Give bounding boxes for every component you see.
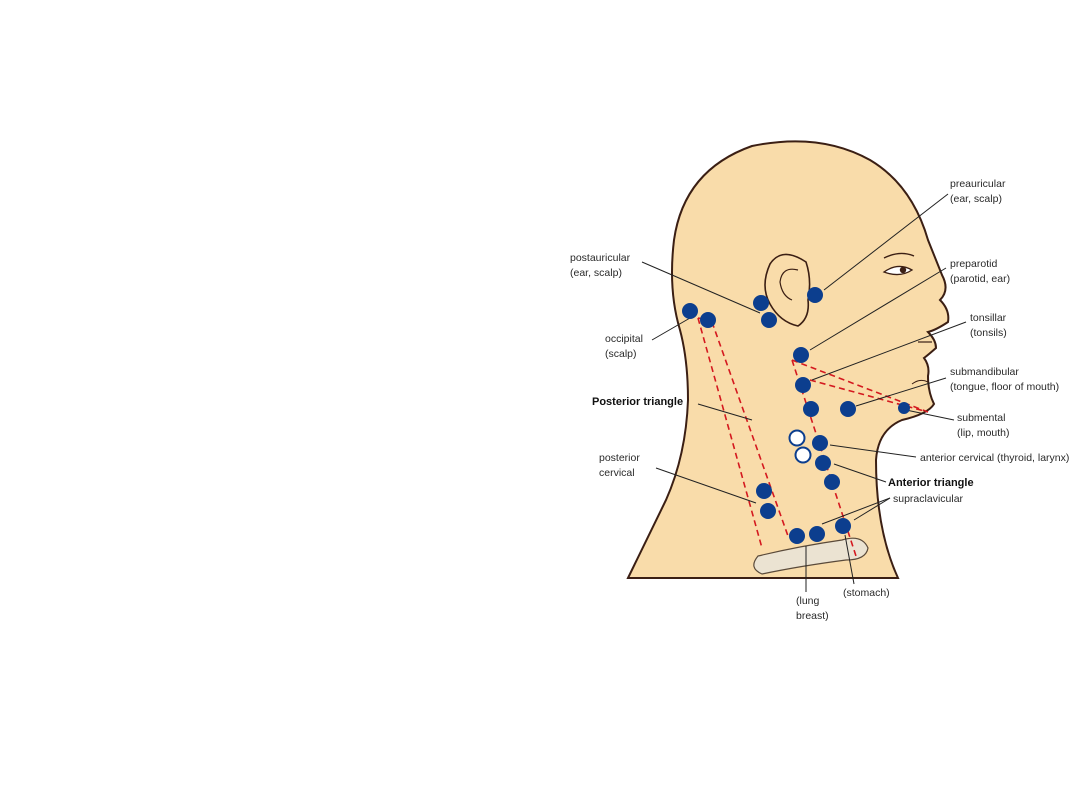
label-occipital: occipital — [605, 333, 643, 345]
lymph-node-anterior-cervical-3 — [824, 474, 840, 490]
label-submandibular: submandibular — [950, 366, 1019, 378]
eye-pupil — [899, 266, 907, 274]
leader-tonsillar — [811, 321, 967, 381]
lymph-node-submental — [898, 402, 910, 414]
lymph-node-postauricular-1 — [753, 295, 769, 311]
lymph-node-supraclavicular-2 — [809, 526, 825, 542]
lymph-node-anterior-cervical-2 — [815, 455, 831, 471]
label-submental-sub: (lip, mouth) — [957, 427, 1010, 439]
label-posterior-cervical: posterior — [599, 452, 640, 464]
leader-preparotid — [809, 267, 947, 351]
label-tonsillar-sub: (tonsils) — [970, 327, 1007, 339]
lymph-node-posterior-cervical-1 — [756, 483, 772, 499]
lymph-node-anterior-1 — [803, 401, 819, 417]
leader-postauricular — [641, 261, 761, 314]
leader-occipital — [651, 317, 691, 341]
lymph-node-open-1 — [788, 429, 806, 447]
lymph-node-occipital-1 — [682, 303, 698, 319]
lymph-node-preauricular — [807, 287, 823, 303]
lymph-node-preparotid — [793, 347, 809, 363]
label-lung-breast: (lung — [796, 595, 820, 607]
chin-line — [911, 379, 929, 385]
lymph-node-tonsillar — [795, 377, 811, 393]
leader-anterior-cervical — [829, 444, 917, 458]
lymph-node-occipital-2 — [700, 312, 716, 328]
label-lung-breast-sub: breast) — [796, 610, 829, 622]
lymph-node-anterior-cervical-1 — [812, 435, 828, 451]
leader-stomach — [844, 534, 855, 585]
label-stomach: (stomach) — [843, 587, 890, 599]
leader-posterior-cervical — [655, 467, 757, 504]
label-posterior-triangle: Posterior triangle — [592, 396, 683, 408]
label-anterior-triangle: Anterior triangle — [888, 477, 974, 489]
label-preauricular: preauricular — [950, 178, 1006, 190]
label-anterior-cervical: anterior cervical (thyroid, larynx) — [920, 452, 1069, 464]
lymph-node-postauricular-2 — [761, 312, 777, 328]
label-supraclavicular: supraclavicular — [893, 493, 964, 505]
label-occipital-sub: (scalp) — [605, 348, 637, 360]
label-postauricular: postauricular — [570, 252, 631, 264]
eyebrow — [883, 252, 915, 259]
leader-submental — [905, 409, 955, 421]
leader-anterior-triangle — [833, 463, 887, 483]
label-preauricular-sub: (ear, scalp) — [950, 193, 1002, 205]
lymph-nodes — [682, 287, 910, 544]
leader-preauricular — [823, 193, 949, 291]
label-tonsillar: tonsillar — [970, 312, 1007, 324]
leader-supraclavicular-a — [821, 497, 891, 525]
label-postauricular-sub: (ear, scalp) — [570, 267, 622, 279]
lymph-node-supraclavicular-1 — [789, 528, 805, 544]
leader-submandibular — [855, 377, 947, 407]
lymph-node-posterior-cervical-2 — [760, 503, 776, 519]
label-preparotid: preparotid — [950, 258, 997, 270]
ear-inner — [779, 268, 799, 301]
label-submandibular-sub: (tongue, floor of mouth) — [950, 381, 1059, 393]
clavicle — [753, 537, 869, 575]
leader-supraclavicular-b — [853, 497, 891, 521]
lymph-node-supraclavicular-3 — [835, 518, 851, 534]
label-posterior-cervical-sub: cervical — [599, 467, 635, 479]
label-submental: submental — [957, 412, 1005, 424]
lymph-node-open-2 — [794, 446, 812, 464]
leader-posterior-triangle — [697, 403, 753, 421]
lymph-node-submandibular — [840, 401, 856, 417]
label-preparotid-sub: (parotid, ear) — [950, 273, 1010, 285]
head-neck-silhouette — [626, 140, 950, 579]
